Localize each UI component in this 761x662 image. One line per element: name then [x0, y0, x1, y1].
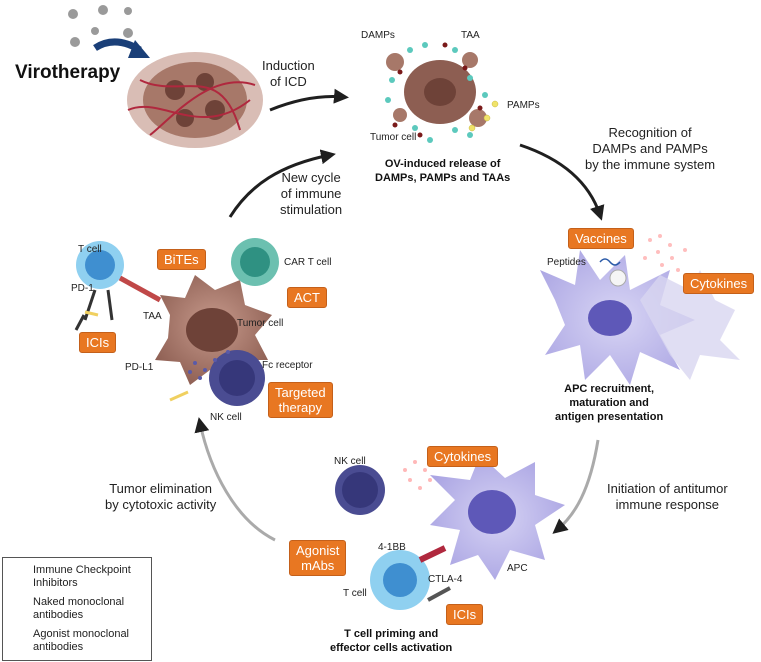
- nk-cell-left-label: NK cell: [210, 412, 242, 423]
- car-t-cell-label: CAR T cell: [284, 257, 332, 268]
- virus-particles: [68, 5, 133, 47]
- damps-label: DAMPs: [361, 30, 395, 41]
- arrow-new-cycle: [228, 149, 336, 218]
- taa-top-label: TAA: [461, 30, 480, 41]
- vaccines-tag: Vaccines: [568, 228, 634, 249]
- fc-receptor-label: Fc receptor: [262, 360, 313, 371]
- apc-panel: [540, 234, 740, 385]
- four-1bb-label: 4-1BB: [378, 542, 406, 553]
- nk-cell-bottom-label: NK cell: [334, 456, 366, 467]
- icis-left-tag: ICIs: [79, 332, 117, 353]
- tumor-cell-left-label: Tumor cell: [237, 318, 284, 329]
- arrow-recognition: [519, 143, 605, 221]
- taa-left-label: TAA: [143, 311, 162, 322]
- priming-panel: [335, 455, 565, 610]
- ov-release-panel: [385, 42, 499, 143]
- tumor-mass: [127, 52, 263, 148]
- act-tag: ACT: [287, 287, 327, 308]
- cytokines-bottom-tag: Cytokines: [427, 446, 499, 467]
- pdl1-label: PD-L1: [125, 362, 154, 373]
- cytokines-right-tag: Cytokines: [683, 273, 755, 294]
- pamps-label: PAMPs: [507, 100, 540, 111]
- arrow-elimination: [194, 417, 276, 542]
- virotherapy-title: Virotherapy: [15, 62, 121, 83]
- bites-tag: BiTEs: [157, 249, 206, 270]
- ctla4-label: CTLA-4: [428, 574, 463, 585]
- pd1-label: PD-1: [71, 283, 94, 294]
- peptides-label: Peptides: [547, 257, 586, 268]
- effector-panel: [74, 238, 279, 406]
- icis-bottom-tag: ICIs: [446, 604, 484, 625]
- t-cell-bottom-label: T cell: [343, 588, 367, 599]
- arrow-induction: [269, 88, 349, 112]
- apc-label: APC: [507, 563, 528, 574]
- t-cell-left-label: T cell: [78, 244, 102, 255]
- arrow-initiation: [552, 439, 600, 534]
- tumor-cell-top-label: Tumor cell: [370, 132, 417, 143]
